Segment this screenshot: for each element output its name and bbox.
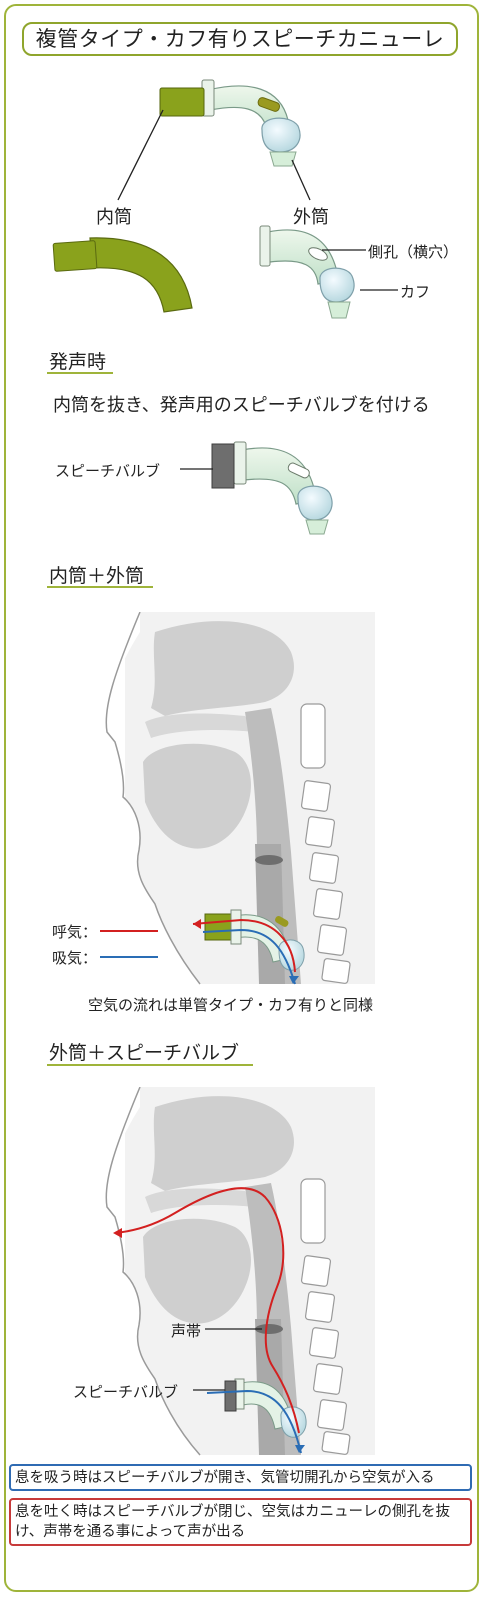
speech-instruction: 内筒を抜き、発声用のスピーチバルブを付ける — [53, 395, 430, 416]
pointer-lines-bottom — [193, 1328, 262, 1391]
airflow-caption: 空気の流れは単管タイプ・カフ有りと同様 — [88, 996, 374, 1014]
heading-outer-valve: 外筒＋スピーチバルブ — [49, 1042, 240, 1064]
label-speech-valve: スピーチバルブ — [55, 462, 161, 480]
heading-underline — [47, 372, 113, 374]
cannula-assembled-illustration — [159, 79, 301, 167]
inner-tube-illustration — [52, 237, 193, 313]
airway-diagram-inner-outer — [105, 612, 375, 985]
label-outer-tube: 外筒 — [293, 207, 329, 228]
label-cuff: カフ — [400, 283, 431, 301]
label-vocal-cords: 声帯 — [171, 1322, 202, 1340]
pointer-lines-parts — [322, 249, 398, 291]
inhale-note: 息を吸う時はスピーチバルブが開き、気管切開孔から空気が入る — [9, 1464, 472, 1491]
label-inner-tube: 内筒 — [96, 207, 132, 228]
page-title: 複管タイプ・カフ有りスピーチカニューレ — [22, 22, 458, 56]
heading-inner-outer: 内筒＋外筒 — [49, 565, 145, 587]
label-side-hole: 側孔（横穴） — [368, 243, 459, 261]
pointer-line-valve — [180, 468, 213, 470]
legend-exhale-label: 呼気： — [52, 923, 98, 941]
legend-inhale-line — [100, 956, 158, 958]
pointer-lines-top — [117, 109, 311, 201]
heading-underline — [47, 586, 153, 588]
label-speech-valve-bottom: スピーチバルブ — [73, 1383, 179, 1401]
speech-valve-cannula-illustration — [211, 441, 333, 535]
heading-speech: 発声時 — [49, 351, 107, 373]
legend-inhale-label: 吸気： — [52, 949, 98, 967]
heading-underline — [47, 1064, 253, 1066]
outer-tube-illustration — [259, 225, 355, 319]
airway-diagram-outer-valve — [105, 1087, 375, 1456]
legend-exhale-line — [100, 930, 158, 932]
outer-frame — [4, 4, 479, 1592]
exhale-note: 息を吐く時はスピーチバルブが閉じ、空気はカニューレの側孔を抜け、声帯を通る事によ… — [9, 1498, 472, 1546]
